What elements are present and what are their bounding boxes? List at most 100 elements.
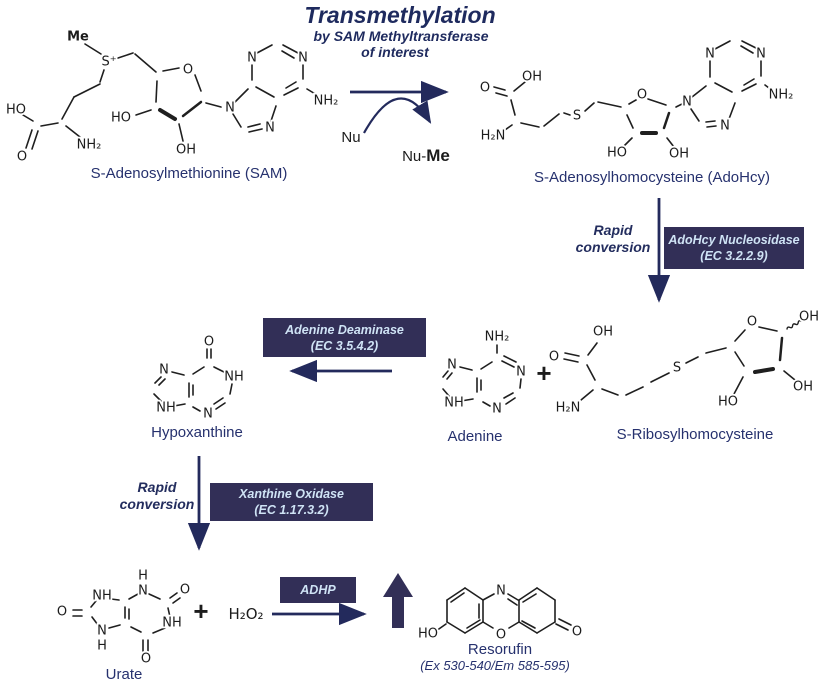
rapid-line1: Rapid [593, 222, 633, 238]
rapid-conversion-note-2: Rapid conversion [112, 479, 202, 513]
svg-text:O: O [204, 335, 214, 350]
enzyme-box-adhp: ADHP [280, 577, 356, 603]
svg-text:S⁺: S⁺ [101, 55, 116, 70]
svg-text:Me: Me [67, 30, 89, 45]
svg-text:OH: OH [176, 143, 196, 158]
enzyme-name: AdoHcy Nucleosidase [668, 233, 800, 247]
structure-resorufin: N O HO O [416, 582, 584, 645]
svg-text:HO: HO [6, 103, 26, 118]
enzyme-ec: (EC 3.2.2.9) [700, 249, 768, 263]
svg-text:OH: OH [593, 325, 613, 340]
label-sam: S-Adenosylmethionine (SAM) [90, 165, 288, 182]
svg-text:O: O [141, 652, 151, 667]
svg-text:NH₂: NH₂ [769, 88, 794, 103]
label-urate: Urate [105, 666, 143, 683]
svg-text:OH: OH [793, 380, 813, 395]
page-title: Transmethylation [304, 2, 496, 28]
svg-text:O: O [480, 81, 490, 96]
svg-text:NH: NH [92, 589, 112, 604]
svg-text:NH: NH [156, 401, 176, 416]
svg-text:N: N [203, 407, 213, 422]
label-resorufin-excitation: (Ex 530-540/Em 585-595) [420, 658, 570, 673]
svg-text:OH: OH [669, 147, 689, 162]
svg-text:O: O [572, 625, 582, 640]
plus-sign-products: + [536, 358, 552, 388]
svg-text:N: N [720, 119, 730, 134]
svg-text:S: S [573, 109, 581, 124]
svg-text:NH₂: NH₂ [314, 94, 339, 109]
svg-text:N: N [97, 624, 107, 639]
rapid-conversion-note-1: Rapid conversion [568, 222, 658, 256]
svg-text:O: O [637, 88, 647, 103]
svg-text:N: N [682, 95, 692, 110]
svg-text:N: N [705, 47, 715, 62]
structure-adohcy: O OH H₂N S O HO OH N N N N NH₂ [478, 40, 795, 163]
svg-text:H₂N: H₂N [481, 129, 506, 144]
svg-text:N: N [447, 358, 457, 373]
svg-text:H: H [138, 569, 148, 584]
signal-increase-arrow [383, 573, 413, 628]
svg-text:OH: OH [522, 70, 542, 85]
svg-text:H₂N: H₂N [556, 401, 581, 416]
svg-text:O: O [180, 583, 190, 598]
arrow-nu-curved [363, 97, 432, 134]
enzyme-name: Adenine Deaminase [285, 322, 404, 337]
svg-text:O: O [549, 350, 559, 365]
enzyme-ec: (EC 1.17.3.2) [254, 503, 329, 517]
svg-text:N: N [298, 51, 308, 66]
label-hypoxanthine: Hypoxanthine [151, 424, 243, 441]
svg-text:HO: HO [718, 395, 738, 410]
svg-text:NH₂: NH₂ [485, 330, 510, 345]
svg-text:N: N [492, 402, 502, 417]
label-resorufin: Resorufin [467, 641, 533, 658]
svg-text:N: N [247, 51, 257, 66]
svg-text:HO: HO [418, 627, 438, 642]
svg-text:NH: NH [444, 396, 464, 411]
label-srh: S-Ribosylhomocysteine [616, 426, 774, 443]
svg-text:NH₂: NH₂ [77, 138, 102, 153]
svg-text:NH: NH [224, 370, 244, 385]
nu-me-bold: Me [426, 146, 450, 165]
svg-text:N: N [265, 121, 275, 136]
svg-text:OH: OH [799, 310, 819, 325]
svg-text:O: O [17, 150, 27, 165]
enzyme-name: Xanthine Oxidase [239, 487, 344, 501]
label-adenine: Adenine [447, 428, 503, 445]
nu-me-prefix: Nu- [402, 148, 427, 165]
title-subtitle-1: by SAM Methyltransferase [313, 28, 489, 44]
svg-text:O: O [747, 315, 757, 330]
nu-me-label: Nu-Me [402, 146, 450, 166]
enzyme-name: ADHP [300, 583, 336, 597]
svg-text:H: H [97, 639, 107, 654]
enzyme-box-adohcy-nucleosidase: AdoHcy Nucleosidase (EC 3.2.2.9) [664, 227, 804, 269]
plus-sign-urate: + [193, 596, 209, 626]
rapid-line2: conversion [575, 239, 651, 255]
svg-text:N: N [756, 47, 766, 62]
rapid-line2: conversion [119, 496, 195, 512]
svg-text:N: N [159, 363, 169, 378]
rapid-line1: Rapid [137, 479, 177, 495]
svg-text:O: O [57, 605, 67, 620]
svg-text:HO: HO [111, 111, 131, 126]
svg-text:O: O [496, 628, 506, 643]
structure-sam: MeS⁺ HO O NH₂ HO OH O N N N N NH₂ [4, 28, 340, 167]
svg-text:HO: HO [607, 146, 627, 161]
enzyme-box-adenine-deaminase: Adenine Deaminase (EC 3.5.4.2) [263, 318, 426, 357]
h2o2-label: H₂O₂ [228, 605, 264, 623]
svg-text:NH: NH [162, 616, 182, 631]
label-adohcy: S-Adenosylhomocysteine (AdoHcy) [534, 169, 770, 186]
svg-text:N: N [516, 365, 526, 380]
svg-text:N: N [225, 101, 235, 116]
enzyme-ec: (EC 3.5.4.2) [310, 338, 379, 353]
title-subtitle-2: of interest [361, 44, 429, 60]
structure-adenine: NH₂ N N N NH [442, 328, 528, 418]
svg-text:N: N [138, 584, 148, 599]
structure-hypoxanthine: O NH N N NH [153, 333, 246, 423]
nucleophile-label: Nu [341, 129, 361, 146]
svg-text:N: N [496, 584, 506, 599]
svg-text:O: O [183, 63, 193, 78]
